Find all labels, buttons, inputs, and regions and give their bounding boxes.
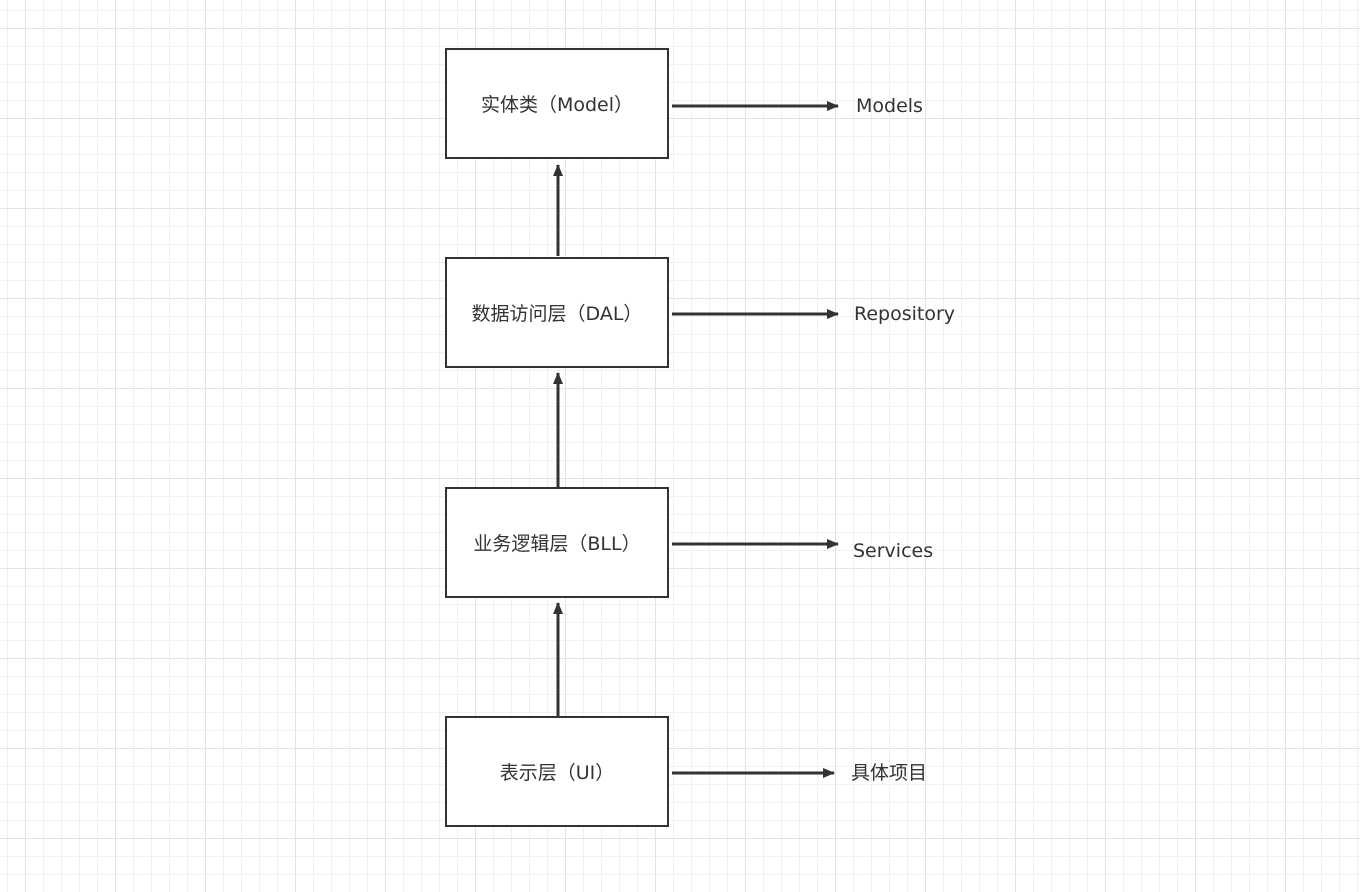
ui-output-label[interactable]: 具体项目 <box>851 762 928 784</box>
model-output-label[interactable]: Models <box>856 95 923 117</box>
bll-layer-label: 业务逻辑层（BLL） <box>473 533 641 555</box>
dal-layer-box[interactable]: 数据访问层（DAL） <box>445 257 669 368</box>
ui-layer-label: 表示层（UI） <box>499 762 615 784</box>
bll-layer-box[interactable]: 业务逻辑层（BLL） <box>445 487 669 598</box>
dal-layer-label: 数据访问层（DAL） <box>471 303 643 325</box>
model-layer-label: 实体类（Model） <box>480 94 634 116</box>
dal-output-label[interactable]: Repository <box>854 303 956 325</box>
model-layer-box[interactable]: 实体类（Model） <box>445 48 669 159</box>
bll-output-label[interactable]: Services <box>853 540 934 562</box>
ui-layer-box[interactable]: 表示层（UI） <box>445 716 669 827</box>
